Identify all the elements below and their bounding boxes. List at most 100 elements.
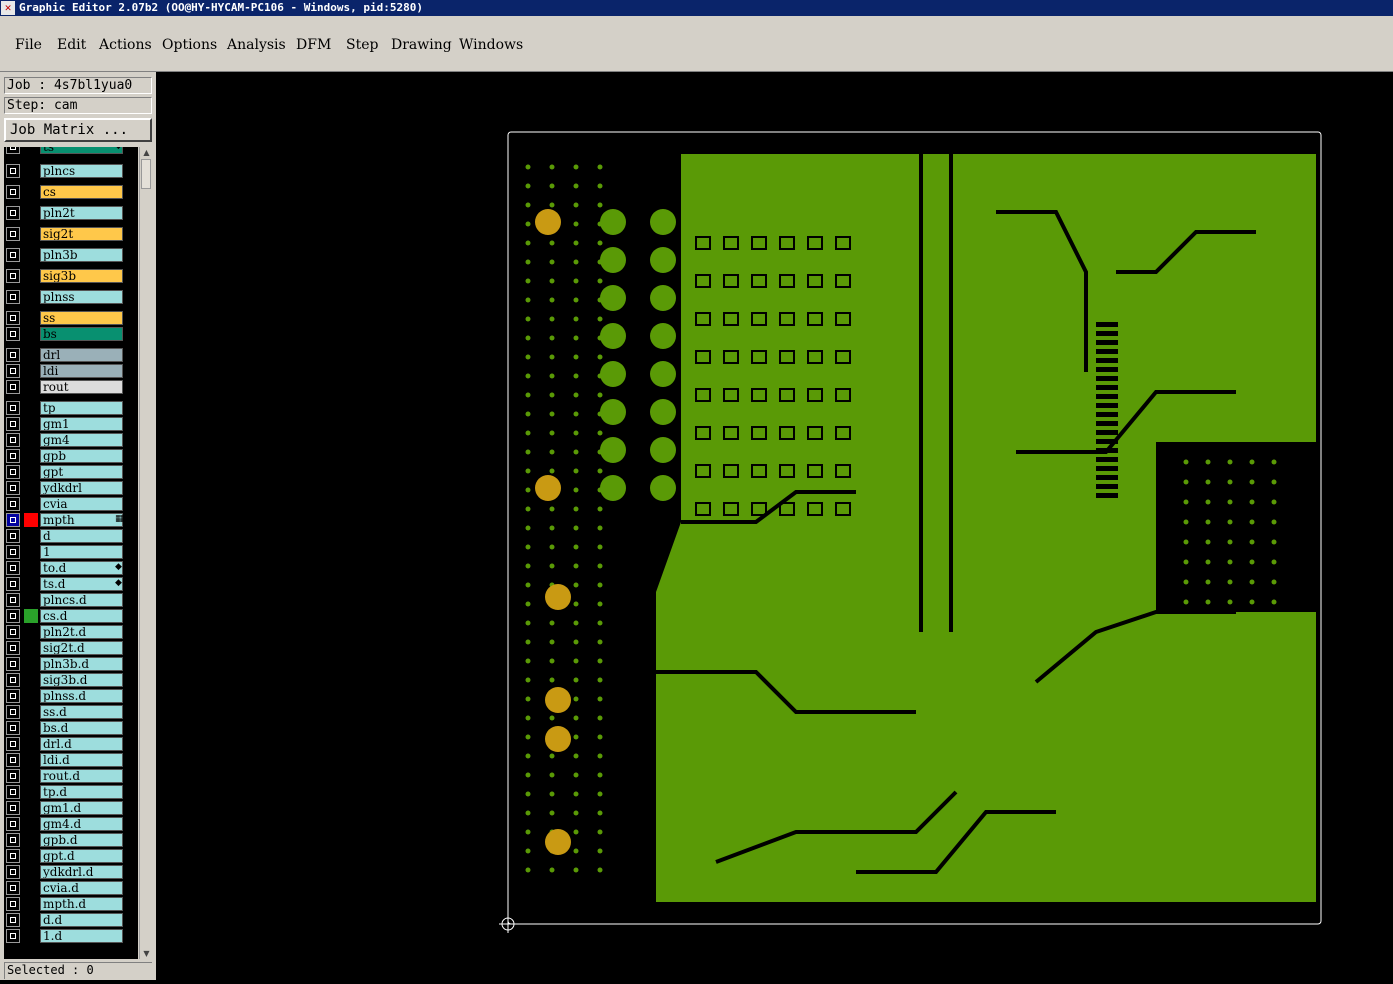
layer-row[interactable]: ss.d	[4, 704, 138, 720]
layer-color-swatch[interactable]	[24, 929, 38, 943]
scroll-up-arrow-icon[interactable]: ▲	[143, 148, 150, 157]
layer-row[interactable]: plncs	[4, 163, 138, 179]
menu-options[interactable]: Options	[162, 37, 218, 53]
layer-row[interactable]: sig3b	[4, 268, 138, 284]
layer-name[interactable]: pln2t	[40, 206, 123, 220]
layer-name[interactable]: sig3b.d	[40, 673, 123, 687]
layer-name[interactable]: ydkdrl	[40, 481, 123, 495]
layer-name[interactable]: rout.d	[40, 769, 123, 783]
layer-checkbox[interactable]	[6, 433, 20, 447]
layer-color-swatch[interactable]	[24, 269, 38, 283]
layer-color-swatch[interactable]	[24, 849, 38, 863]
layer-row[interactable]: tp	[4, 400, 138, 416]
layer-checkbox[interactable]	[6, 657, 20, 671]
layer-row[interactable]: plnss.d	[4, 688, 138, 704]
menu-dfm[interactable]: DFM	[296, 37, 332, 53]
layer-checkbox[interactable]	[6, 769, 20, 783]
layer-checkbox[interactable]	[6, 577, 20, 591]
layer-checkbox[interactable]	[6, 817, 20, 831]
layer-row[interactable]: mpth▦	[4, 512, 138, 528]
layer-list[interactable]: ts◆plncscspln2tsig2tpln3bsig3bplnssssbsd…	[4, 147, 138, 959]
layer-name[interactable]: ldi.d	[40, 753, 123, 767]
layer-name[interactable]: to.d	[40, 561, 123, 575]
scrollbar-thumb[interactable]	[141, 159, 151, 189]
layer-checkbox[interactable]	[6, 561, 20, 575]
layer-color-swatch[interactable]	[24, 290, 38, 304]
layer-row[interactable]: gm1.d	[4, 800, 138, 816]
layer-row[interactable]: d	[4, 528, 138, 544]
layer-name[interactable]: mpth	[40, 513, 123, 527]
x-app-icon[interactable]: ✕	[1, 1, 15, 15]
layer-color-swatch[interactable]	[24, 897, 38, 911]
layer-checkbox[interactable]	[6, 929, 20, 943]
layer-row[interactable]: rout	[4, 379, 138, 395]
layer-name[interactable]: drl.d	[40, 737, 123, 751]
layer-checkbox[interactable]	[6, 753, 20, 767]
layer-color-swatch[interactable]	[24, 364, 38, 378]
layer-color-swatch[interactable]	[24, 248, 38, 262]
layer-name[interactable]: ts.d	[40, 577, 123, 591]
layer-name[interactable]: pln3b	[40, 248, 123, 262]
layer-name[interactable]: 1	[40, 545, 123, 559]
job-matrix-button[interactable]: Job Matrix ...	[4, 118, 152, 142]
layer-color-swatch[interactable]	[24, 206, 38, 220]
layer-name[interactable]: mpth.d	[40, 897, 123, 911]
layer-row[interactable]: mpth.d	[4, 896, 138, 912]
layer-color-swatch[interactable]	[24, 737, 38, 751]
layer-row[interactable]: rout.d	[4, 768, 138, 784]
layer-row[interactable]: ldi	[4, 363, 138, 379]
layer-color-swatch[interactable]	[24, 497, 38, 511]
layer-name[interactable]: cvia.d	[40, 881, 123, 895]
layer-color-swatch[interactable]	[24, 817, 38, 831]
layer-checkbox[interactable]	[6, 364, 20, 378]
layer-checkbox[interactable]	[6, 290, 20, 304]
layer-color-swatch[interactable]	[24, 380, 38, 394]
layer-checkbox[interactable]	[6, 689, 20, 703]
layer-checkbox[interactable]	[6, 380, 20, 394]
layer-color-swatch[interactable]	[24, 545, 38, 559]
layer-checkbox[interactable]	[6, 673, 20, 687]
layer-name[interactable]: tp.d	[40, 785, 123, 799]
layer-name[interactable]: 1.d	[40, 929, 123, 943]
layer-name[interactable]: rout	[40, 380, 123, 394]
layer-row[interactable]: gm4.d	[4, 816, 138, 832]
layer-checkbox[interactable]	[6, 593, 20, 607]
scroll-down-arrow-icon[interactable]: ▼	[143, 949, 150, 958]
layer-checkbox[interactable]	[6, 481, 20, 495]
layer-name[interactable]: plncs.d	[40, 593, 123, 607]
layer-name[interactable]: gpt.d	[40, 849, 123, 863]
layer-checkbox[interactable]	[6, 327, 20, 341]
layer-color-swatch[interactable]	[24, 721, 38, 735]
layer-color-swatch[interactable]	[24, 513, 38, 527]
layer-name[interactable]: gm4.d	[40, 817, 123, 831]
layer-name[interactable]: sig2t	[40, 227, 123, 241]
layer-row[interactable]: tp.d	[4, 784, 138, 800]
layer-color-swatch[interactable]	[24, 769, 38, 783]
layer-name[interactable]: cvia	[40, 497, 123, 511]
layer-color-swatch[interactable]	[24, 689, 38, 703]
layer-name[interactable]: ss.d	[40, 705, 123, 719]
layer-row[interactable]: cvia	[4, 496, 138, 512]
layer-color-swatch[interactable]	[24, 913, 38, 927]
layer-row[interactable]: d.d	[4, 912, 138, 928]
layer-row[interactable]: sig2t	[4, 226, 138, 242]
layer-color-swatch[interactable]	[24, 481, 38, 495]
layer-row[interactable]: cvia.d	[4, 880, 138, 896]
layer-checkbox[interactable]	[6, 529, 20, 543]
layer-color-swatch[interactable]	[24, 785, 38, 799]
layer-checkbox[interactable]	[6, 147, 20, 154]
layer-row[interactable]: to.d◆	[4, 560, 138, 576]
layer-checkbox[interactable]	[6, 206, 20, 220]
layer-color-swatch[interactable]	[24, 348, 38, 362]
layer-color-swatch[interactable]	[24, 465, 38, 479]
layer-row[interactable]: ts.d◆	[4, 576, 138, 592]
layer-color-swatch[interactable]	[24, 673, 38, 687]
layer-row[interactable]: pln2t	[4, 205, 138, 221]
layer-color-swatch[interactable]	[24, 705, 38, 719]
layer-color-swatch[interactable]	[24, 641, 38, 655]
layer-checkbox[interactable]	[6, 227, 20, 241]
layer-checkbox[interactable]	[6, 609, 20, 623]
layer-checkbox[interactable]	[6, 513, 20, 527]
layer-row[interactable]: drl.d	[4, 736, 138, 752]
layer-checkbox[interactable]	[6, 721, 20, 735]
